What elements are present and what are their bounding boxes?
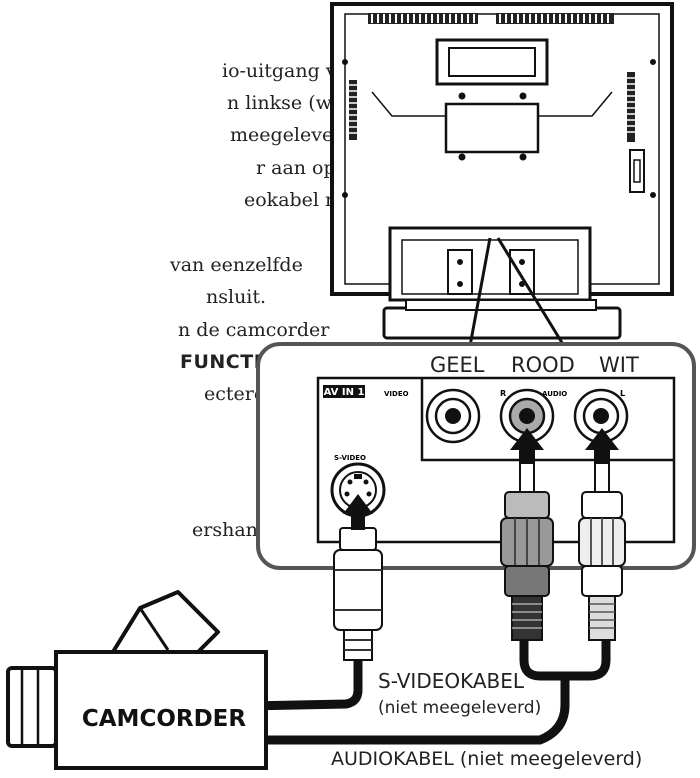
s-video-jack — [330, 462, 386, 518]
audio-jack-label: AUDIO — [542, 390, 567, 398]
label-wit: WIT — [599, 353, 639, 377]
audio-l-arrow — [585, 428, 619, 464]
jack-panel: AV IN 1 VIDEO R AUDIO L S-VIDEO GEEL ROO… — [256, 342, 696, 570]
monitor-back — [330, 2, 674, 340]
s-video-cable-label: S-VIDEOKABEL — [378, 669, 525, 693]
audio-r-arrow — [510, 428, 544, 464]
video-jack — [425, 388, 481, 444]
s-video-arrow — [343, 494, 373, 530]
camcorder — [6, 590, 268, 770]
av-in-label: AV IN 1 — [324, 387, 365, 398]
side-vents — [349, 72, 635, 142]
s-video-jack-label: S-VIDEO — [334, 454, 366, 462]
label-geel: GEEL — [430, 353, 485, 377]
connection-arrows — [343, 428, 619, 530]
audio-r-plug — [500, 461, 554, 641]
audio-l-plug — [578, 461, 626, 641]
text-line-1: io-uitgang van — [222, 60, 361, 82]
audio-cable-label: AUDIOKABEL (niet meegeleverd) — [331, 748, 642, 770]
av-in-badge — [323, 385, 365, 398]
video-jack-label: VIDEO — [384, 390, 409, 398]
s-video-plug — [333, 527, 383, 661]
r-jack-label: R — [500, 389, 506, 398]
zoom-lines — [468, 237, 566, 347]
s-video-cable-note: (niet meegeleverd) — [378, 698, 541, 718]
text-line-7: nsluit. — [206, 286, 267, 308]
camcorder-label: CAMCORDER — [82, 706, 247, 732]
text-line-6: van eenzelfde — [170, 254, 303, 276]
l-jack-label: L — [620, 389, 625, 398]
s-video-cable — [245, 655, 363, 711]
label-rood: ROOD — [511, 353, 575, 377]
audio-cable — [245, 635, 611, 745]
text-line-8: n de camcorder — [178, 319, 330, 341]
